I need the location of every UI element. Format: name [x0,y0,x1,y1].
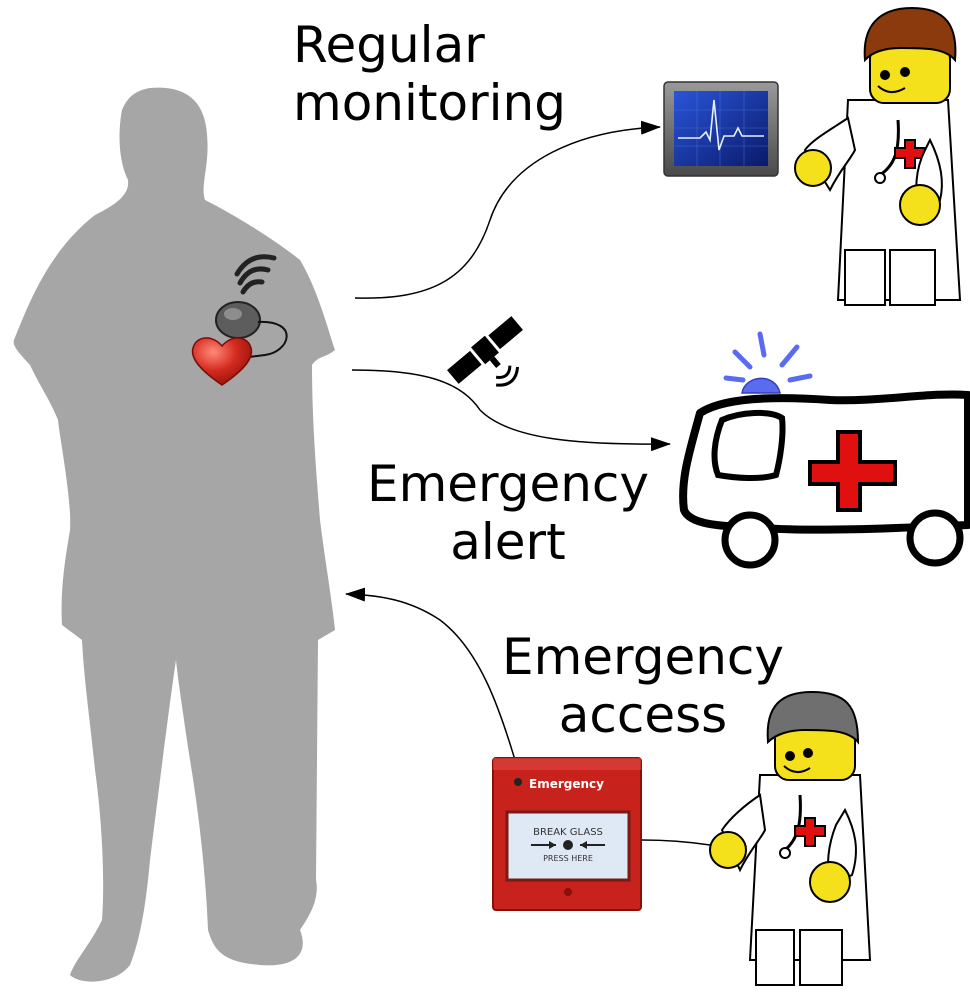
emergency-access-line-1: Emergency [501,628,784,686]
ecg-monitor-icon [663,81,779,177]
emergency-access-line-2: access [558,686,728,744]
alarm-line-1: BREAK GLASS [533,827,603,838]
emergency-alert-line-1: Emergency [366,455,649,513]
person-silhouette-icon [13,87,335,982]
monitoring-arrow [354,120,661,299]
alarm-title: Emergency [529,777,604,791]
pacemaker-icon [215,301,288,359]
doctor-figure-icon [794,6,962,306]
satellite-icon [447,316,523,387]
regular-monitoring-line-2: monitoring [293,74,566,132]
fire-alarm-break-glass-icon: Emergency BREAK GLASS PRESS HERE [492,757,642,911]
wireless-signal-icon [234,254,277,295]
doctor-figure-icon [709,690,872,986]
regular-monitoring-label: Regular monitoring [293,16,593,132]
emergency-access-label: Emergency access [485,628,801,744]
emergency-access-arrow [345,587,516,761]
emergency-alert-line-2: alert [450,513,566,571]
emergency-alert-arrow [351,369,671,452]
doctor-to-alarm-line [641,839,711,846]
regular-monitoring-line-1: Regular [293,16,485,74]
emergency-alert-label: Emergency alert [350,455,666,571]
alarm-line-2: PRESS HERE [543,854,593,863]
heart-icon [191,337,253,386]
ambulance-icon [679,331,970,569]
